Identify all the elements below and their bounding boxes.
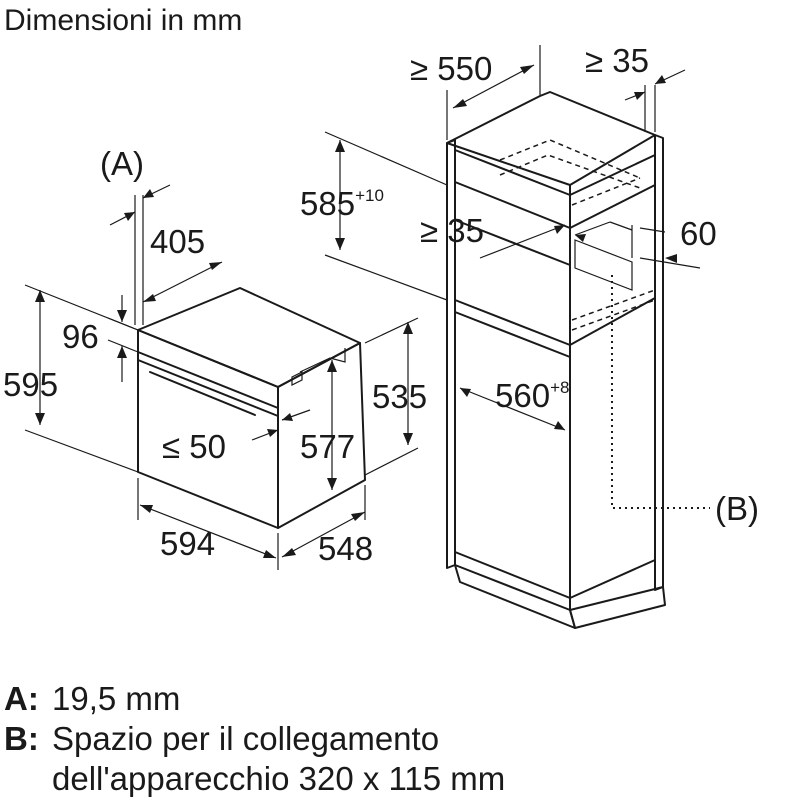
cabinet-drawing — [446, 91, 710, 629]
oven-drawing — [137, 287, 366, 529]
legend: A: 19,5 mm B: Spazio per il collegamento… — [4, 680, 505, 797]
dim-rear-clearance: ≥ 35 — [585, 42, 649, 79]
dim-vent-height: 60 — [680, 215, 717, 252]
oven-top — [137, 287, 361, 388]
dim-width: 594 — [160, 525, 215, 562]
dim-depth-min: ≥ 550 — [410, 50, 492, 87]
dim-door-gap: ≤ 50 — [162, 428, 226, 465]
dim-rear-height: 535 — [372, 378, 427, 415]
dim-height: 595 — [3, 366, 58, 403]
dim-depth-top: 405 — [150, 223, 205, 260]
dim-depth: 548 — [318, 530, 373, 567]
dim-niche-height-tol: +10 — [355, 186, 384, 205]
dim-panel-offset: 96 — [62, 318, 99, 355]
dim-side-clearance: ≥ 35 — [420, 212, 484, 249]
label-a: (A) — [100, 145, 144, 182]
legend-b-text-line2: dell'apparecchio 320 x 115 mm — [52, 760, 505, 797]
vent-slot — [574, 239, 633, 291]
dim-niche-height: 585+10 — [300, 185, 384, 222]
legend-b-key: B: — [4, 720, 39, 757]
dim-niche-height-value: 585 — [300, 185, 355, 222]
legend-b-text-line1: Spazio per il collegamento — [52, 720, 439, 757]
page-title: Dimensioni in mm — [4, 4, 242, 37]
dim-inner-height: 577 — [300, 428, 355, 465]
dim-niche-width-tol: +8 — [550, 378, 569, 397]
oven-side — [277, 342, 366, 529]
dim-niche-width-value: 560 — [495, 377, 550, 414]
dim-niche-width: 560+8 — [495, 377, 569, 414]
label-b: (B) — [715, 490, 759, 527]
dimension-lines — [24, 45, 701, 570]
legend-a-key: A: — [4, 680, 39, 717]
legend-a-text: 19,5 mm — [52, 680, 180, 717]
